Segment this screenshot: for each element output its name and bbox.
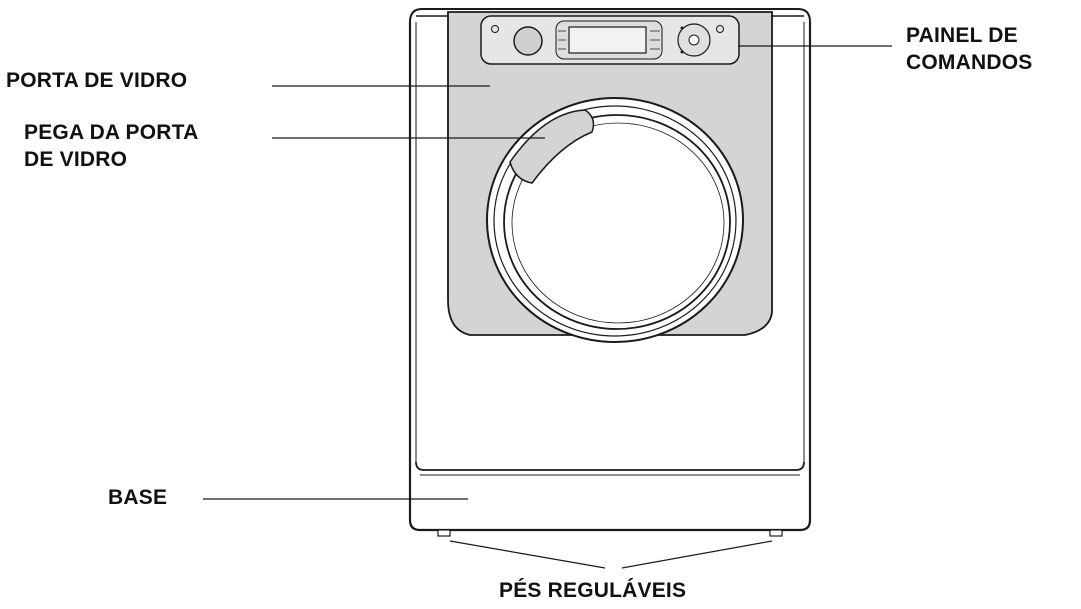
machine-base <box>415 461 805 476</box>
label-control-panel-line1: PAINEL DE <box>906 24 1018 47</box>
label-door-handle-line2: DE VIDRO <box>24 148 128 171</box>
label-control-panel: PAINEL DE COMANDOS <box>906 22 1032 76</box>
label-base: BASE <box>108 486 168 509</box>
leader-lines <box>203 45 892 569</box>
label-control-panel-line2: COMANDOS <box>906 51 1033 74</box>
display-screen <box>568 26 647 54</box>
door-handle <box>509 109 595 184</box>
glass-door <box>486 97 744 343</box>
start-icon <box>716 25 724 33</box>
left-foot <box>437 529 451 537</box>
leader-foot-right <box>621 540 773 569</box>
label-door-handle-line1: PEGA DA PORTA <box>24 121 199 144</box>
right-foot <box>769 529 783 537</box>
leader-foot-left <box>449 540 606 569</box>
label-adjustable-feet: PÉS REGULÁVEIS <box>499 579 687 602</box>
power-icon <box>491 25 499 33</box>
control-panel <box>480 15 740 65</box>
label-door-handle: PEGA DA PORTA DE VIDRO <box>24 119 199 173</box>
label-glass-door: PORTA DE VIDRO <box>6 69 188 92</box>
program-knob <box>513 26 543 56</box>
